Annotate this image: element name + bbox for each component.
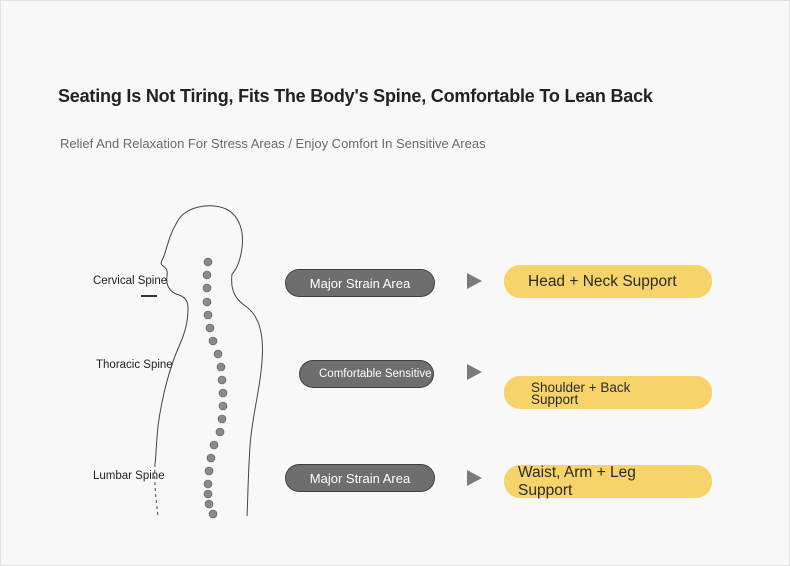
vertebra-dot bbox=[202, 283, 212, 293]
body-silhouette-illustration bbox=[154, 205, 263, 519]
thoracic-spine-label: Thoracic Spine bbox=[96, 359, 173, 371]
lumbar-spine-label: Lumbar Spine bbox=[93, 470, 165, 482]
vertebra-dot bbox=[216, 362, 226, 372]
support-bottom-label-line2: Support bbox=[518, 482, 573, 499]
arrow-right-icon bbox=[467, 273, 482, 289]
support-top-label: Head + Neck Support bbox=[528, 273, 677, 290]
face-front-outline bbox=[154, 223, 189, 465]
area-pill-top-label: Major Strain Area bbox=[309, 275, 411, 291]
page-title: Seating Is Not Tiring, Fits The Body's S… bbox=[58, 86, 653, 106]
area-pill-bottom: Major Strain Area bbox=[286, 465, 434, 491]
vertebra-dot bbox=[204, 466, 214, 476]
support-pill-bottom: Waist, Arm + Leg Support bbox=[504, 465, 712, 498]
area-pill-bottom-label: Major Strain Area bbox=[309, 470, 411, 486]
vertebra-dot bbox=[215, 427, 225, 437]
area-pill-middle: Comfortable Sensitive bbox=[300, 361, 433, 387]
vertebra-dot bbox=[217, 414, 227, 424]
cervical-underline bbox=[141, 295, 157, 297]
spine-vertebrae bbox=[202, 257, 228, 519]
cervical-spine-label: Cervical Spine bbox=[93, 275, 168, 287]
vertebra-dot bbox=[203, 489, 213, 499]
support-bottom-label-line1: Waist, Arm + Leg bbox=[518, 464, 636, 481]
vertebra-dot bbox=[217, 375, 227, 385]
arrow-right-icon bbox=[467, 364, 482, 380]
vertebra-dot bbox=[204, 499, 214, 509]
area-pill-top: Major Strain Area bbox=[286, 270, 434, 296]
vertebra-dot bbox=[205, 323, 215, 333]
head-neck-back-outline bbox=[175, 205, 263, 517]
support-middle-label-line1: Shoulder + Back bbox=[531, 380, 631, 395]
vertebra-dot bbox=[203, 257, 213, 267]
vertebra-dot bbox=[218, 401, 228, 411]
vertebra-dot bbox=[208, 509, 218, 519]
vertebra-dot bbox=[206, 453, 216, 463]
front-lower-outline bbox=[154, 463, 159, 517]
vertebra-dot bbox=[203, 479, 213, 489]
area-pill-middle-label: Comfortable Sensitive bbox=[319, 368, 432, 380]
vertebra-dot bbox=[203, 310, 213, 320]
vertebra-dot bbox=[202, 270, 212, 280]
support-pill-top: Head + Neck Support bbox=[504, 265, 712, 298]
vertebra-dot bbox=[209, 440, 219, 450]
vertebra-dot bbox=[202, 297, 212, 307]
vertebra-dot bbox=[218, 388, 228, 398]
vertebra-dot bbox=[213, 349, 223, 359]
support-middle-label-line2: Support bbox=[531, 392, 579, 407]
vertebra-dot bbox=[208, 336, 218, 346]
arrow-right-icon bbox=[467, 470, 482, 486]
page-subtitle: Relief And Relaxation For Stress Areas /… bbox=[60, 136, 486, 151]
support-pill-middle: Shoulder + Back Support bbox=[504, 376, 712, 409]
